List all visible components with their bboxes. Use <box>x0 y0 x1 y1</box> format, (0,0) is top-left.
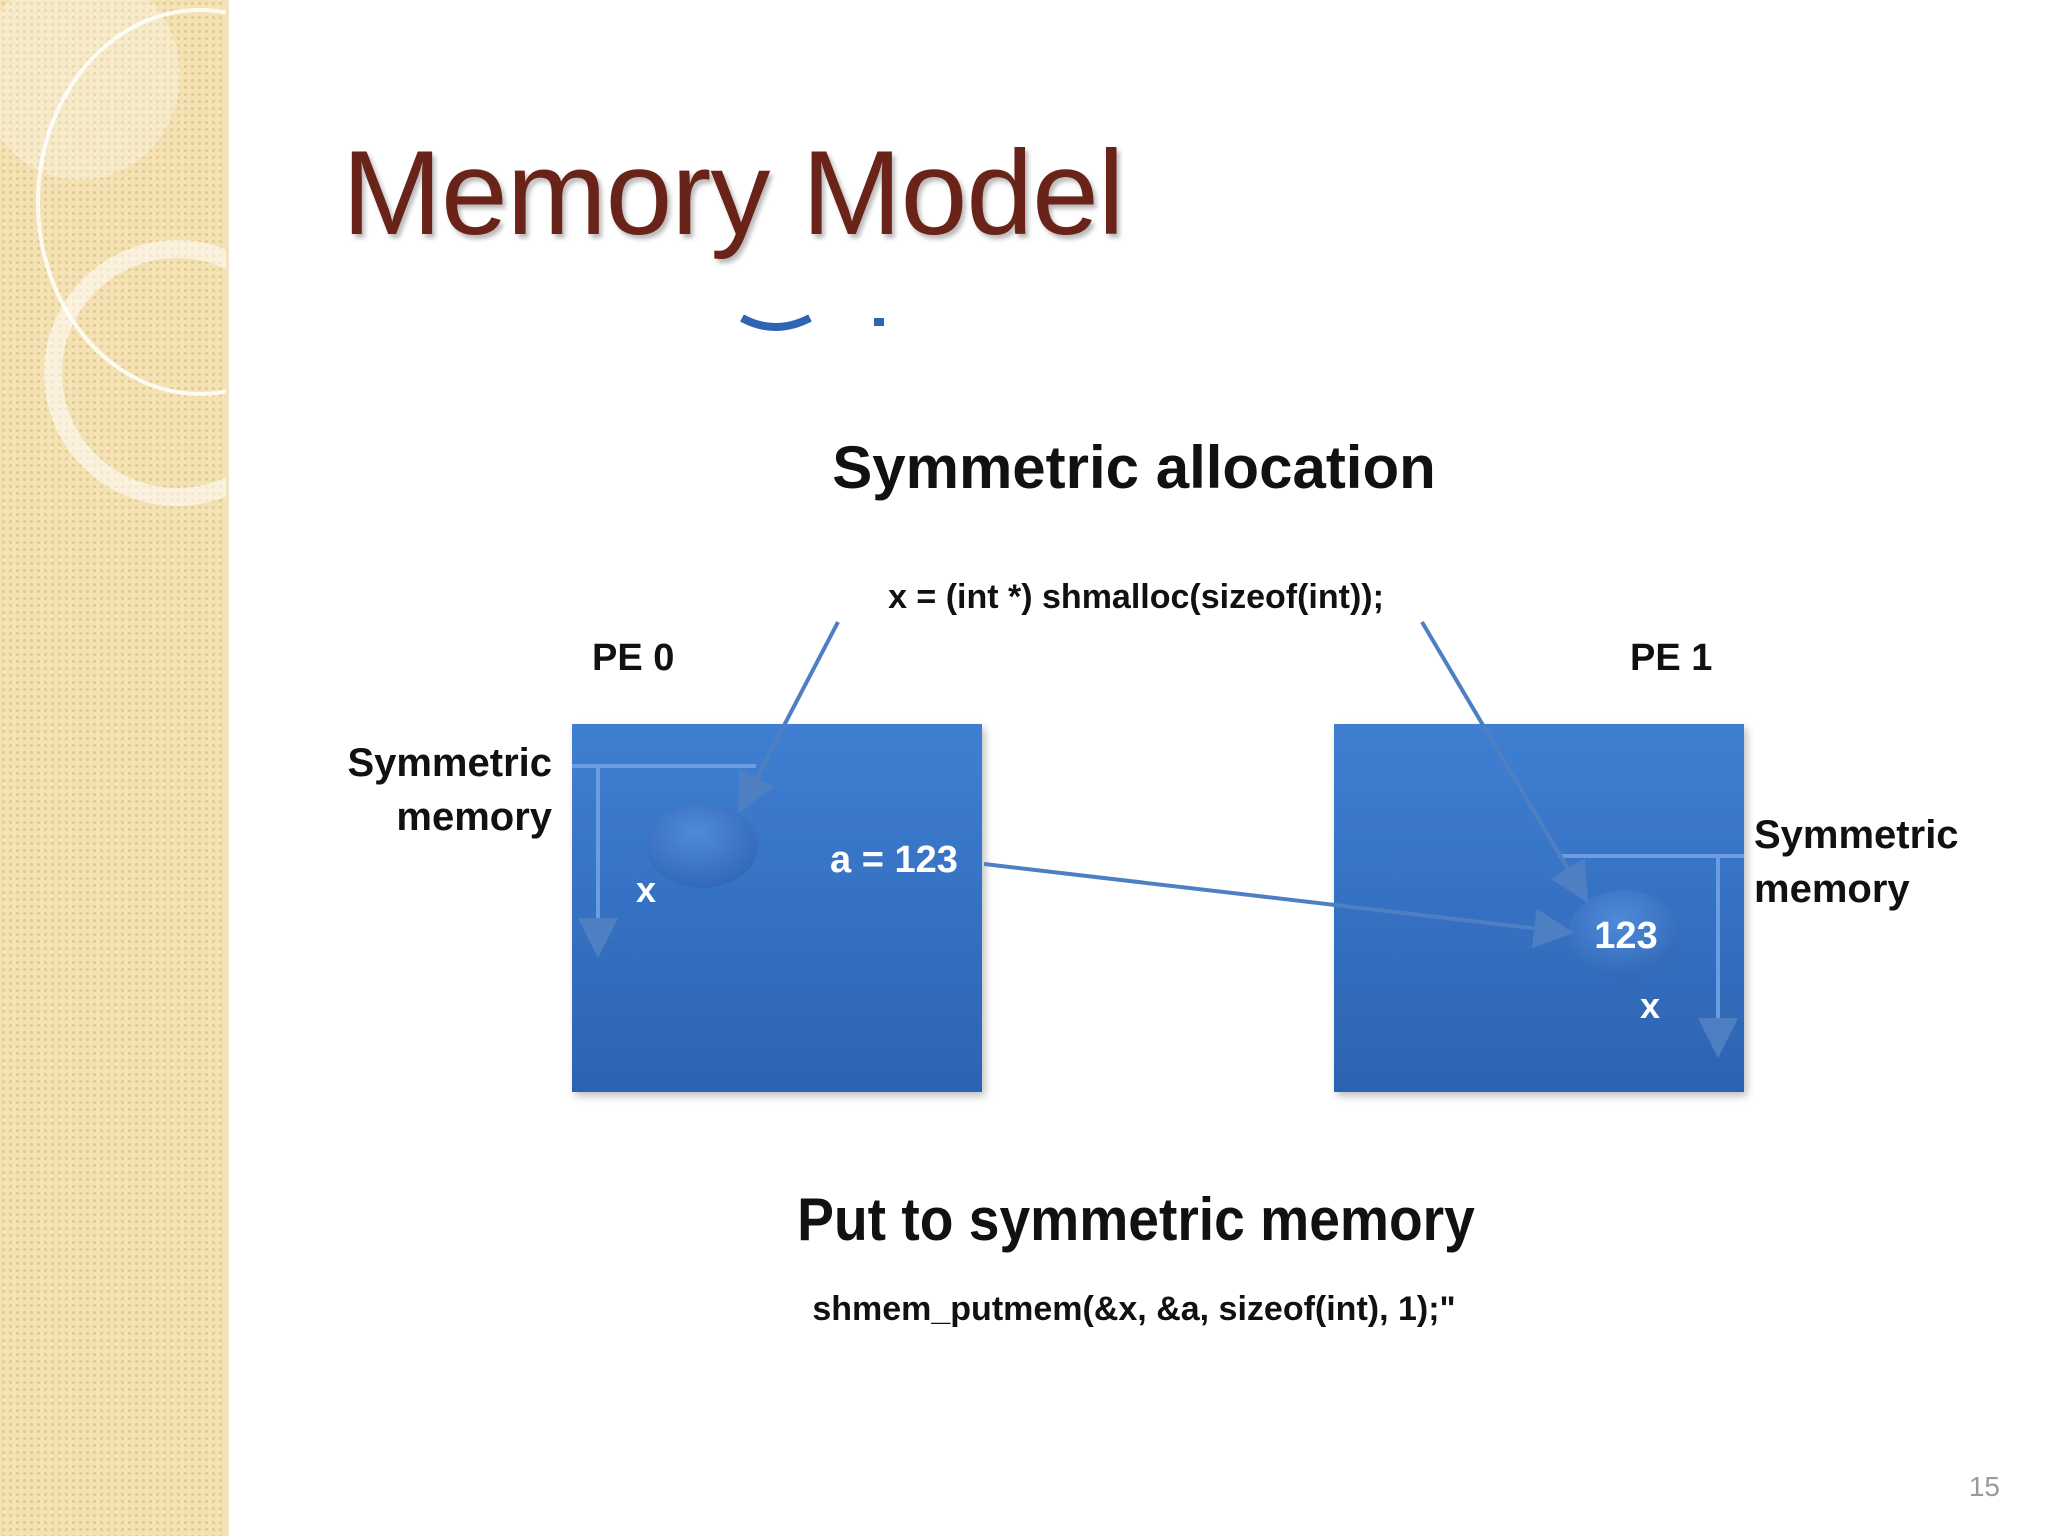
pe1-x-cell <box>1568 890 1680 978</box>
shmalloc-arrow-pe1 <box>1420 620 1589 903</box>
pe1-label: PE 1 <box>1630 637 1712 679</box>
pe0-memory-box <box>572 724 982 1092</box>
pe0-x-label: x <box>636 869 656 910</box>
pe1-cell-value: 123 <box>1594 915 1657 957</box>
slide-title: Memory Model <box>342 126 1125 260</box>
pe0-region-label-line1: Symmetric <box>347 741 552 785</box>
decorative-sidebar <box>0 0 228 1536</box>
slide-number: 15 <box>1968 1471 2000 1502</box>
title-remnant-mark <box>874 318 884 326</box>
pe0-label: PE 0 <box>592 637 674 679</box>
pe1-memory-box <box>1334 724 1744 1092</box>
pe1-region-label-line2: memory <box>1754 867 1910 911</box>
allocation-code: x = (int *) shmalloc(sizeof(int)); <box>888 578 1384 616</box>
sidebar-divider <box>226 0 229 1536</box>
pe1-x-label: x <box>1640 985 1660 1026</box>
allocation-heading: Symmetric allocation <box>832 434 1436 501</box>
put-heading: Put to symmetric memory <box>797 1187 1475 1254</box>
pe0-x-cell <box>646 804 758 888</box>
title-remnant-mark <box>740 314 812 331</box>
pe0-region-label-line2: memory <box>396 795 552 839</box>
pe0-local-var: a = 123 <box>830 839 958 881</box>
pe1-region-label-line1: Symmetric <box>1754 813 1959 857</box>
put-code: shmem_putmem(&x, &a, sizeof(int), 1);" <box>812 1290 1455 1328</box>
shmalloc-arrow-pe0 <box>738 621 840 814</box>
put-arrow <box>983 862 1574 949</box>
